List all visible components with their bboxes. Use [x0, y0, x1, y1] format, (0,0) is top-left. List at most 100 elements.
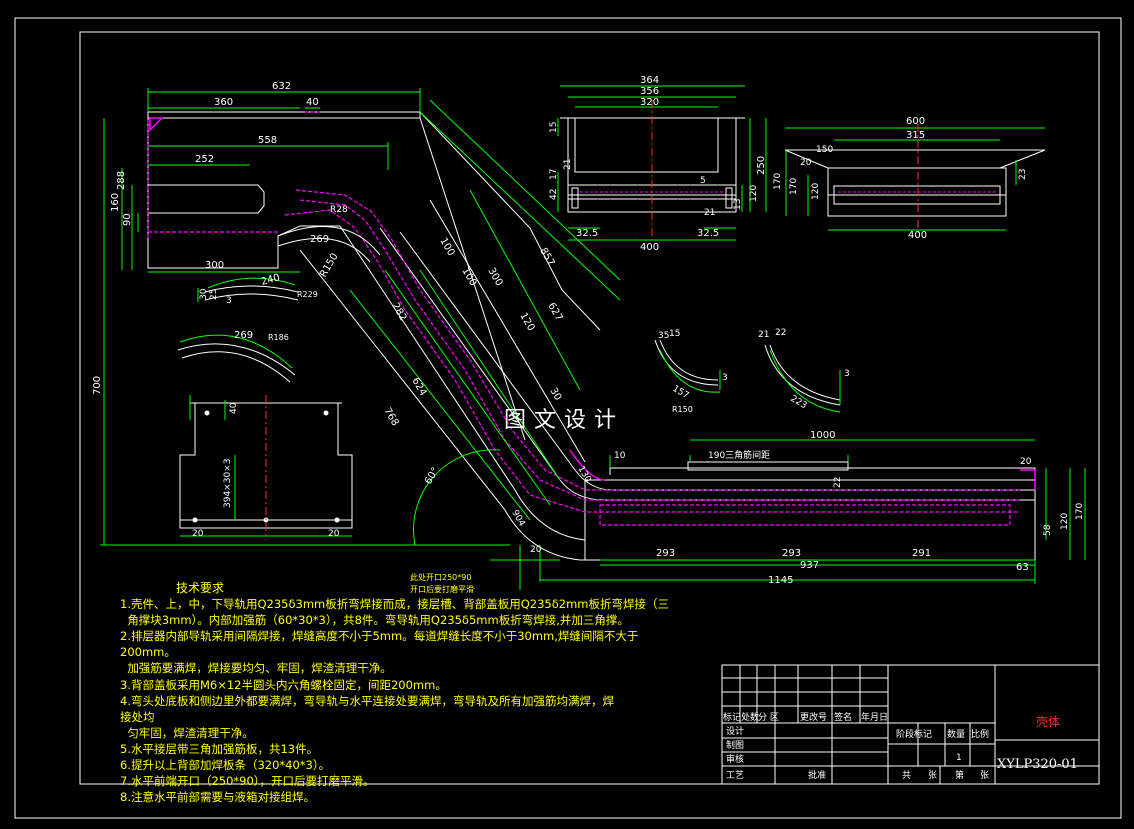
dim-22b: 22: [833, 477, 843, 488]
section-view-b: [784, 149, 1046, 217]
dim-35: 35: [658, 331, 669, 341]
outer-frame: [14, 17, 1122, 819]
dim-17: 17: [549, 169, 559, 180]
dim-632: 632: [272, 81, 291, 92]
dim-400b: 400: [908, 230, 927, 241]
dim-10: 10: [614, 451, 626, 461]
sheet-no-label: 第: [955, 769, 964, 781]
dim-r150b: R150: [672, 405, 693, 414]
dim-100b: 100: [459, 266, 478, 288]
dim-627: 627: [545, 301, 564, 323]
note-line: 1.壳件、上，中，下导轨用Q235δ3mm板折弯焊接而成，接层槽、背部盖板用Q2…: [120, 597, 669, 612]
dim-120: 120: [517, 311, 536, 333]
header-sign: 签名: [834, 711, 852, 723]
dim-40b: 40: [229, 402, 239, 414]
inner-frame: [79, 31, 1100, 785]
dim-22: 22: [775, 328, 786, 338]
watermark-text: 图文设计: [504, 408, 625, 433]
note-line: 角撑块3mm）。内部加强筋（60*30*3），共8件。弯导轨用Q235δ5mm板…: [120, 613, 629, 628]
dim-r150a: R150: [318, 251, 341, 279]
dim-360: 360: [214, 97, 233, 108]
dim-r28: R28: [330, 205, 348, 215]
dim-40a: 40: [306, 97, 319, 108]
main-hidden-lines: [147, 111, 1020, 526]
dim-21a: 21: [563, 159, 573, 170]
dim-1145: 1145: [768, 575, 793, 586]
dim-20d: 20: [1020, 457, 1032, 467]
dim-768: 768: [381, 406, 400, 428]
dim-293b: 293: [782, 548, 801, 559]
note-line: 加强筋要满焊，焊接要均匀、牢固，焊渣清理干净。: [120, 661, 392, 676]
stage-mark-header: 阶段标记: [896, 728, 932, 740]
dim-20c: 20: [328, 529, 340, 539]
dim-15b: 15: [669, 329, 680, 339]
dim-288: 288: [116, 171, 127, 190]
role-design: 设计: [726, 725, 744, 737]
dim-269b: 269: [234, 330, 253, 341]
dim-170b: 170: [789, 178, 799, 195]
dim-252: 252: [195, 154, 214, 165]
dim-300: 300: [205, 260, 224, 271]
dim-120c: 120: [811, 183, 821, 200]
dim-20e: 20: [530, 545, 542, 555]
dim-904: 904: [509, 509, 526, 529]
dim-150: 150: [816, 145, 833, 155]
dim-3: 3: [226, 296, 232, 306]
note-line: 4.弯头处底板和侧边里外都要满焊，弯导轨与水平连接处要满焊，弯导轨及所有加强筋均…: [120, 693, 614, 708]
quantity-value: 1: [956, 753, 962, 763]
dim-558: 558: [258, 135, 277, 146]
dim-157: 157: [671, 384, 691, 401]
dim-21b: 21: [704, 208, 715, 218]
quantity-header: 数量: [947, 728, 965, 740]
dim-240: 240: [260, 272, 281, 288]
technical-notes: 技术要求 1.壳件、上，中，下导轨用Q235δ3mm板折弯焊接而成，接层槽、背部…: [120, 580, 700, 805]
dim-600: 600: [906, 116, 925, 127]
header-mark: 标记: [723, 711, 741, 723]
header-change: 更改号: [800, 711, 827, 723]
dim-1000: 1000: [810, 430, 835, 441]
dim-21c: 21: [758, 330, 769, 340]
drawing-name: 壳体: [1036, 715, 1061, 729]
notes-title: 技术要求: [176, 581, 225, 595]
sheet-unit-label: 张: [980, 770, 989, 781]
dim-700: 700: [92, 376, 103, 395]
dim-250: 250: [756, 156, 767, 175]
dim-60-degree: 60°: [423, 466, 441, 487]
dim-90: 90: [122, 213, 133, 226]
scale-header: 比例: [971, 728, 989, 740]
dim-170c: 170: [1075, 503, 1085, 520]
dim-315: 315: [906, 130, 925, 141]
sheets-label: 张: [928, 770, 937, 781]
dim-15: 15: [549, 122, 559, 133]
dim-32-5a: 32.5: [576, 228, 598, 239]
dim-3c: 3: [844, 369, 850, 379]
title-block: [721, 664, 1100, 785]
header-zone: 分 区: [758, 712, 779, 723]
note-line: 200mm。: [120, 645, 176, 660]
dim-5a: 5: [700, 176, 706, 186]
note-line: 5.水平接层带三角加强筋板，共13件。: [120, 741, 319, 756]
dim-160: 160: [110, 193, 121, 212]
dim-20b: 20: [192, 529, 204, 539]
arc-details: [177, 225, 841, 406]
dim-190: 190三角筋间距: [708, 449, 770, 461]
title-block-texts: 标记 处数 分 区 更改号 签名 年月日 设计 制图 审核 工艺 批准 阶段标记…: [723, 711, 989, 781]
dim-120d: 120: [1060, 513, 1070, 530]
dimension-texts: 632 360 40 558 252 288 160 90 300 700 85…: [92, 75, 1085, 594]
main-weld-marks: [149, 117, 1036, 490]
note-line: 匀牢固，焊渣清理干净。: [120, 725, 254, 740]
note-line: 6.提升以上背部加焊板条（320*40*3）。: [120, 758, 331, 773]
dim-r229: R229: [297, 290, 318, 299]
approve-label: 批准: [808, 769, 826, 781]
section-view-a-dims: [557, 85, 767, 241]
dim-394: 394×30×3: [223, 459, 233, 508]
dim-42: 42: [549, 189, 559, 200]
dim-282: 282: [389, 301, 408, 323]
dim-170: 170: [773, 173, 783, 190]
note-line: 接处均: [120, 709, 155, 724]
dim-320: 320: [640, 97, 659, 108]
dim-r186: R186: [268, 333, 289, 342]
note-line: 8.注意水平前部需要与液箱对接组焊。: [120, 790, 315, 805]
dim-269a: 269: [310, 234, 329, 245]
note-line: 2.排层器内部导轨采用间隔焊接，焊缝高度不小于5mm。每道焊缝长度不小于30mm…: [120, 629, 639, 644]
